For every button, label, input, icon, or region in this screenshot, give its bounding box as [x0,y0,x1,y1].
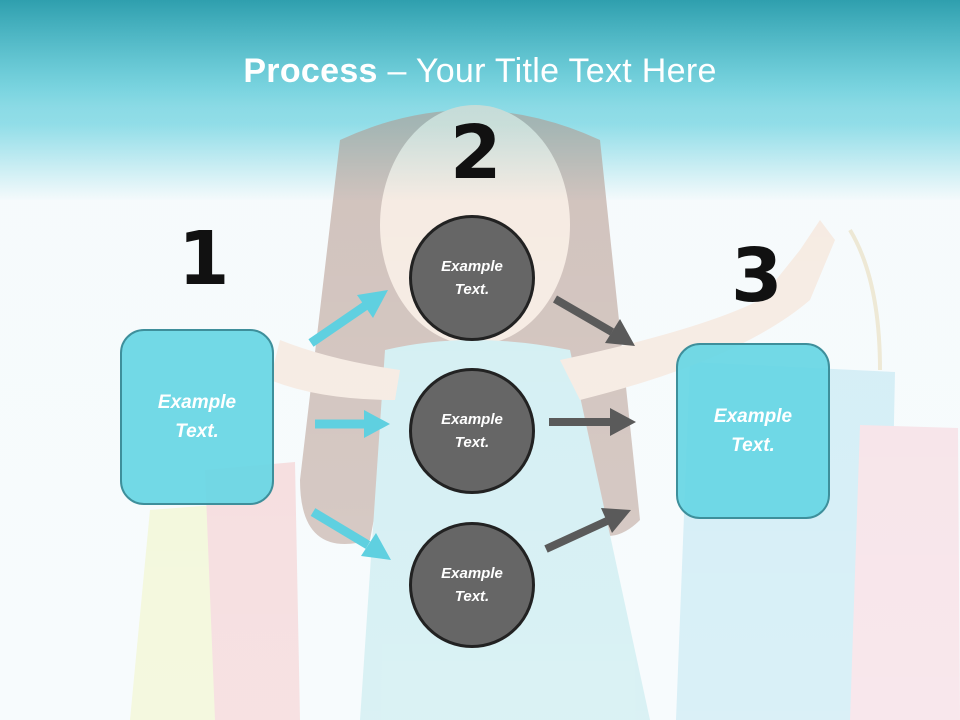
circle-middle-text: Example Text. [441,408,503,454]
arrow-middle-to-step3 [549,408,636,436]
step2-circle-middle: Example Text. [409,368,535,494]
title-bold: Process [243,52,378,90]
step3-box: Example Text. [676,343,830,519]
step1-text-line2: Text. [175,421,219,442]
step3-text: Example Text. [714,402,792,460]
step1-box: Example Text. [120,329,274,505]
arrow-step1-to-middle [315,410,390,438]
step-number-3: 3 [731,233,783,319]
step3-text-line2: Text. [731,435,775,456]
arrow-bottom-to-step3 [544,508,631,553]
arrow-step1-to-bottom [310,508,391,560]
circle-top-text: Example Text. [441,255,503,301]
circle-bottom-line1: Example [441,565,503,582]
circle-middle-line2: Text. [454,434,490,451]
arrow-top-to-step3 [552,295,635,346]
step-number-1: 1 [178,216,230,302]
circle-top-line2: Text. [454,281,490,298]
step1-text-line1: Example [157,392,237,413]
circle-bottom-line2: Text. [454,588,490,605]
step2-circle-bottom: Example Text. [409,522,535,648]
title-rest: – Your Title Text Here [377,52,717,90]
step2-circle-top: Example Text. [409,215,535,341]
step-number-2: 2 [450,110,502,196]
step1-text: Example Text. [158,388,236,446]
step3-text-line1: Example [713,406,793,427]
circle-bottom-text: Example Text. [441,562,503,608]
arrow-step1-to-top [308,290,388,347]
circle-top-line1: Example [441,258,503,275]
circle-middle-line1: Example [441,411,503,428]
slide-title: Process – Your Title Text Here [0,52,960,91]
